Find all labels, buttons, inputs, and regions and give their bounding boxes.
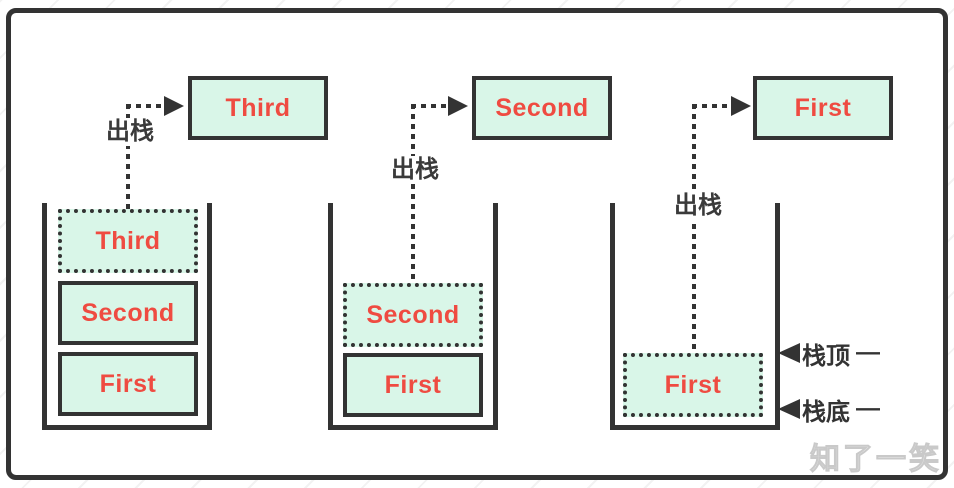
popped-box: Third [188,76,328,140]
popped-box: Second [472,76,612,140]
stack-item-label: Third [95,226,161,255]
stack-item: Third [58,209,198,273]
pop-connector-line [126,104,164,108]
stack-item-label: First [664,370,722,399]
stack-item-label: First [99,369,157,398]
pop-label: 出栈 [388,156,442,184]
pop-label: 出栈 [671,192,725,220]
arrow-left-icon [778,343,800,363]
stack-bottom-text: 栈底 [802,398,850,426]
stack-top-text: 栈顶 [802,342,850,370]
label-dash: — [856,395,880,422]
popped-box-label: Third [225,93,291,122]
popped-box-label: Second [495,93,589,122]
pop-label: 出栈 [103,118,157,146]
arrow-left-icon [778,399,800,419]
stack-container [610,203,780,430]
pop-connector-line [411,104,415,284]
popped-box-label: First [794,93,852,122]
stack-item: Second [58,281,198,345]
stack-item: First [623,353,763,417]
stack-item-label: First [384,370,442,399]
stack-item: First [343,353,483,417]
stack-top-label: 栈顶 — [778,339,880,370]
stack-container [328,203,498,430]
pop-connector-line [411,104,448,108]
arrow-right-icon [731,96,751,116]
stack-bottom-label: 栈底 — [778,395,880,426]
stack-item: Second [343,283,483,347]
pop-connector-line [692,104,731,108]
watermark: 知了一笑 [810,443,942,477]
stack-item-label: Second [366,300,460,329]
arrow-right-icon [164,96,184,116]
label-dash: — [856,339,880,366]
stack-item-label: Second [81,298,175,327]
arrow-right-icon [448,96,468,116]
stack-container [42,203,212,430]
stack-item: First [58,352,198,416]
popped-box: First [753,76,893,140]
pop-connector-line [692,104,696,354]
pop-connector-line [126,104,130,210]
